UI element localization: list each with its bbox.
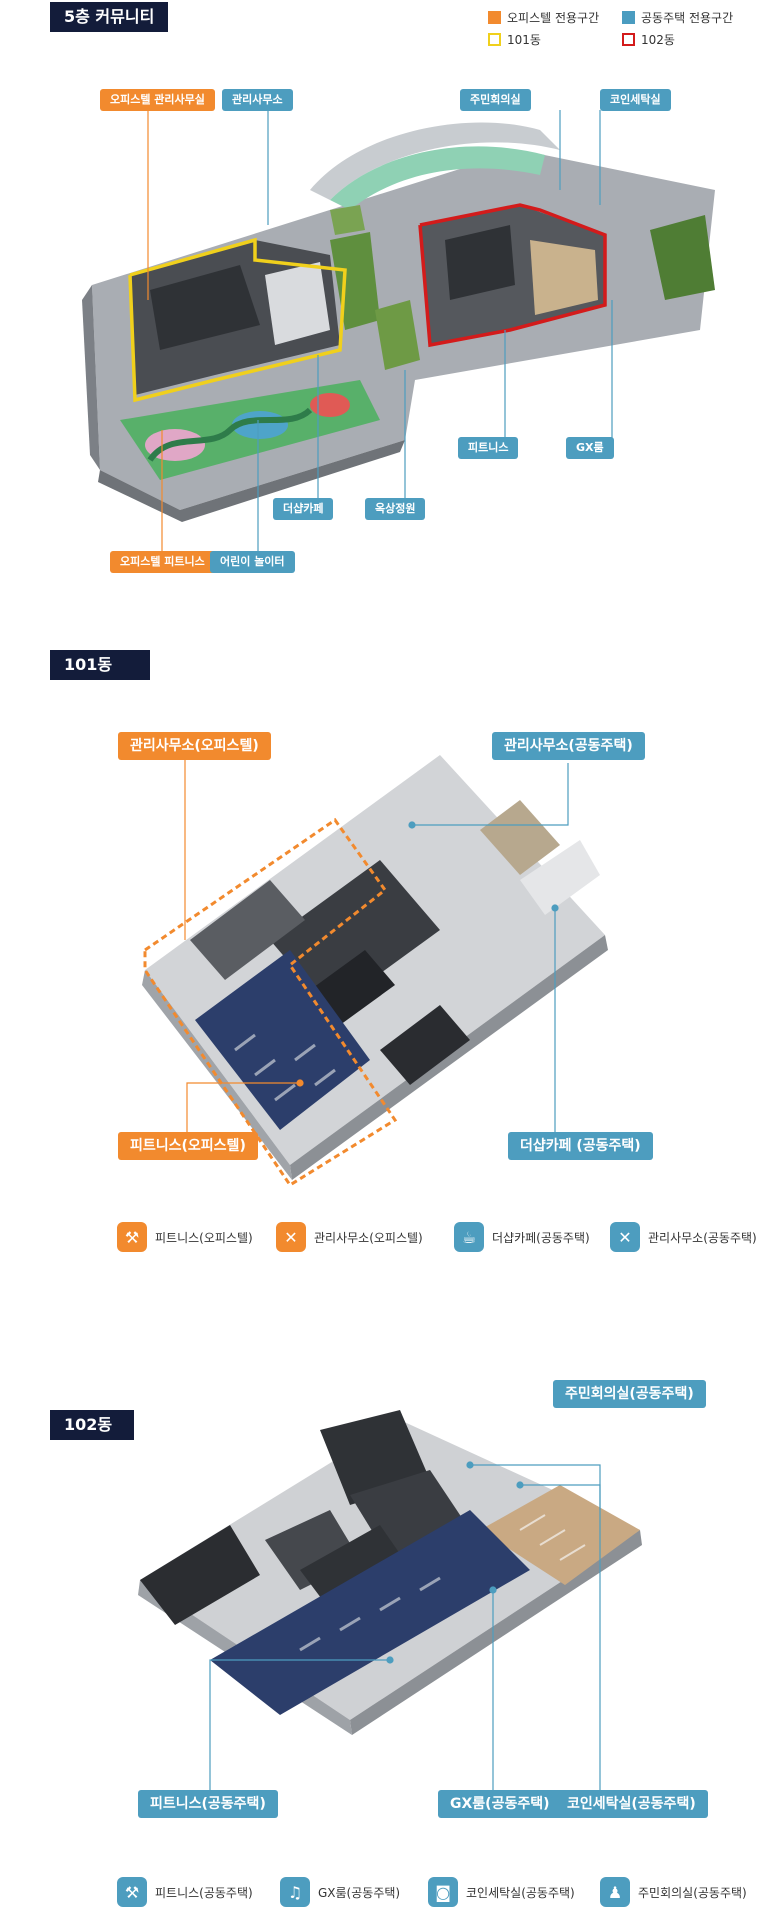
building-102-icon-legend: ⚒ 피트니스(공동주택) ♫ GX룸(공동주택) ◙ 코인세탁실(공동주택) ♟…	[0, 1877, 774, 1917]
tag-gx-room-apartment: GX룸(공동주택)	[438, 1790, 562, 1818]
tag-kids-playground: 어린이 놀이터	[210, 551, 295, 573]
legend-coin-laundry-apartment: ◙ 코인세탁실(공동주택)	[428, 1877, 575, 1907]
building-101-floor-plan-illustration	[142, 750, 608, 1188]
rooftop-floor-plan-illustration	[82, 110, 715, 560]
tag-management-office-officetel: 관리사무소(오피스텔)	[118, 732, 271, 760]
legend-management-office-officetel: ✕ 관리사무소(오피스텔)	[276, 1222, 423, 1252]
washer-icon: ◙	[428, 1877, 458, 1907]
red-outline-swatch	[622, 33, 635, 46]
section-title: 101동	[50, 650, 150, 680]
tag-resident-meeting-room: 주민회의실	[460, 89, 531, 111]
tag-the-sharp-cafe: 더샵카페	[273, 498, 334, 520]
legend-cafe-apartment: ☕ 더샵카페(공동주택)	[454, 1222, 590, 1252]
tag-coin-laundry: 코인세탁실	[600, 89, 671, 111]
legend-management-office-apartment: ✕ 관리사무소(공동주택)	[610, 1222, 757, 1252]
section-building-102: 102동	[0, 1360, 774, 1920]
section-title: 102동	[50, 1410, 134, 1440]
legend-fitness-officetel: ⚒ 피트니스(오피스텔)	[117, 1222, 253, 1252]
legend-102: 102동	[622, 31, 675, 48]
tag-fitness-apartment: 피트니스(공동주택)	[138, 1790, 278, 1818]
building-101-icon-legend: ⚒ 피트니스(오피스텔) ✕ 관리사무소(오피스텔) ☕ 더샵카페(공동주택) …	[0, 1222, 774, 1262]
tag-fitness: 피트니스	[458, 437, 519, 459]
legend-gx-room-apartment: ♫ GX룸(공동주택)	[280, 1877, 400, 1907]
blue-swatch	[622, 11, 635, 24]
legend-resident-meeting-room-apartment: ♟ 주민회의실(공동주택)	[600, 1877, 747, 1907]
tag-the-sharp-cafe-apartment: 더샵카페 (공동주택)	[508, 1132, 653, 1160]
building-102-floor-plan-illustration	[138, 1410, 642, 1795]
yellow-outline-swatch	[488, 33, 501, 46]
tag-management-office: 관리사무소	[222, 89, 293, 111]
legend-apartment: 공동주택 전용구간	[622, 9, 733, 26]
dumbbell-icon: ⚒	[117, 1877, 147, 1907]
coffee-icon: ☕	[454, 1222, 484, 1252]
legend-101: 101동	[488, 31, 541, 48]
tag-officetel-fitness: 오피스텔 피트니스	[110, 551, 215, 573]
legend-fitness-apartment: ⚒ 피트니스(공동주택)	[117, 1877, 253, 1907]
tag-gx-room: GX룸	[566, 437, 614, 459]
tag-resident-meeting-room-apartment: 주민회의실(공동주택)	[553, 1380, 706, 1408]
tag-rooftop-garden: 옥상정원	[365, 498, 426, 520]
legend-officetel: 오피스텔 전용구간	[488, 9, 599, 26]
tag-management-office-apartment: 관리사무소(공동주택)	[492, 732, 645, 760]
section-title: 5층 커뮤니티	[50, 2, 169, 32]
meeting-icon: ♟	[600, 1877, 630, 1907]
dumbbell-icon: ⚒	[117, 1222, 147, 1252]
tag-coin-laundry-apartment: 코인세탁실(공동주택)	[555, 1790, 708, 1818]
tools-icon: ✕	[610, 1222, 640, 1252]
section-building-101: 101동	[0, 640, 774, 1290]
tools-icon: ✕	[276, 1222, 306, 1252]
group-exercise-icon: ♫	[280, 1877, 310, 1907]
tag-fitness-officetel: 피트니스(오피스텔)	[118, 1132, 258, 1160]
tag-officetel-management-office: 오피스텔 관리사무실	[100, 89, 215, 111]
orange-swatch	[488, 11, 501, 24]
section-5f-community: 5층 커뮤니티 오피스텔 전용구간 공동주택 전용구간 101동 102동	[0, 0, 774, 573]
